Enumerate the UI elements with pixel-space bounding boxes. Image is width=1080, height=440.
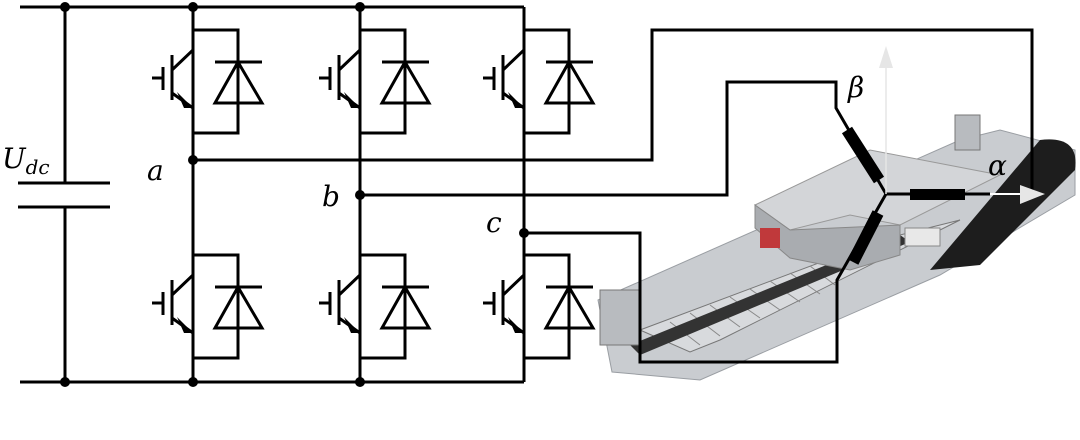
red-bearing	[760, 228, 780, 248]
end-block-right	[954, 114, 981, 151]
lower-switch-c	[481, 253, 595, 360]
alpha-axis	[990, 185, 1045, 204]
node-c-label: c	[486, 206, 502, 239]
dc-bus: Udc	[2, 5, 524, 384]
leg-a	[150, 7, 264, 382]
node-b-label: b	[322, 180, 340, 213]
winding-c	[847, 210, 884, 265]
dc-voltage-label: Udc	[2, 142, 50, 179]
upper-switch-a	[150, 28, 264, 135]
lower-switch-b	[317, 253, 431, 360]
junction-dots	[60, 2, 529, 387]
cable-chain	[930, 139, 1076, 270]
upper-switch-b	[317, 28, 431, 135]
beta-axis	[879, 46, 893, 194]
node-a-label: a	[147, 154, 164, 187]
phase-c-wire	[524, 193, 888, 364]
alpha-label: α	[988, 149, 1007, 182]
connector-bracket	[904, 227, 941, 247]
beta-label: β	[847, 71, 864, 104]
lower-switch-a	[150, 253, 264, 360]
winding-alpha	[910, 189, 965, 200]
upper-switch-c	[481, 28, 595, 135]
capacitor	[18, 181, 110, 209]
end-block-left	[599, 289, 641, 346]
phase-b-wire	[360, 80, 888, 197]
phase-a-wire	[193, 28, 1034, 192]
winding-b	[841, 126, 885, 184]
